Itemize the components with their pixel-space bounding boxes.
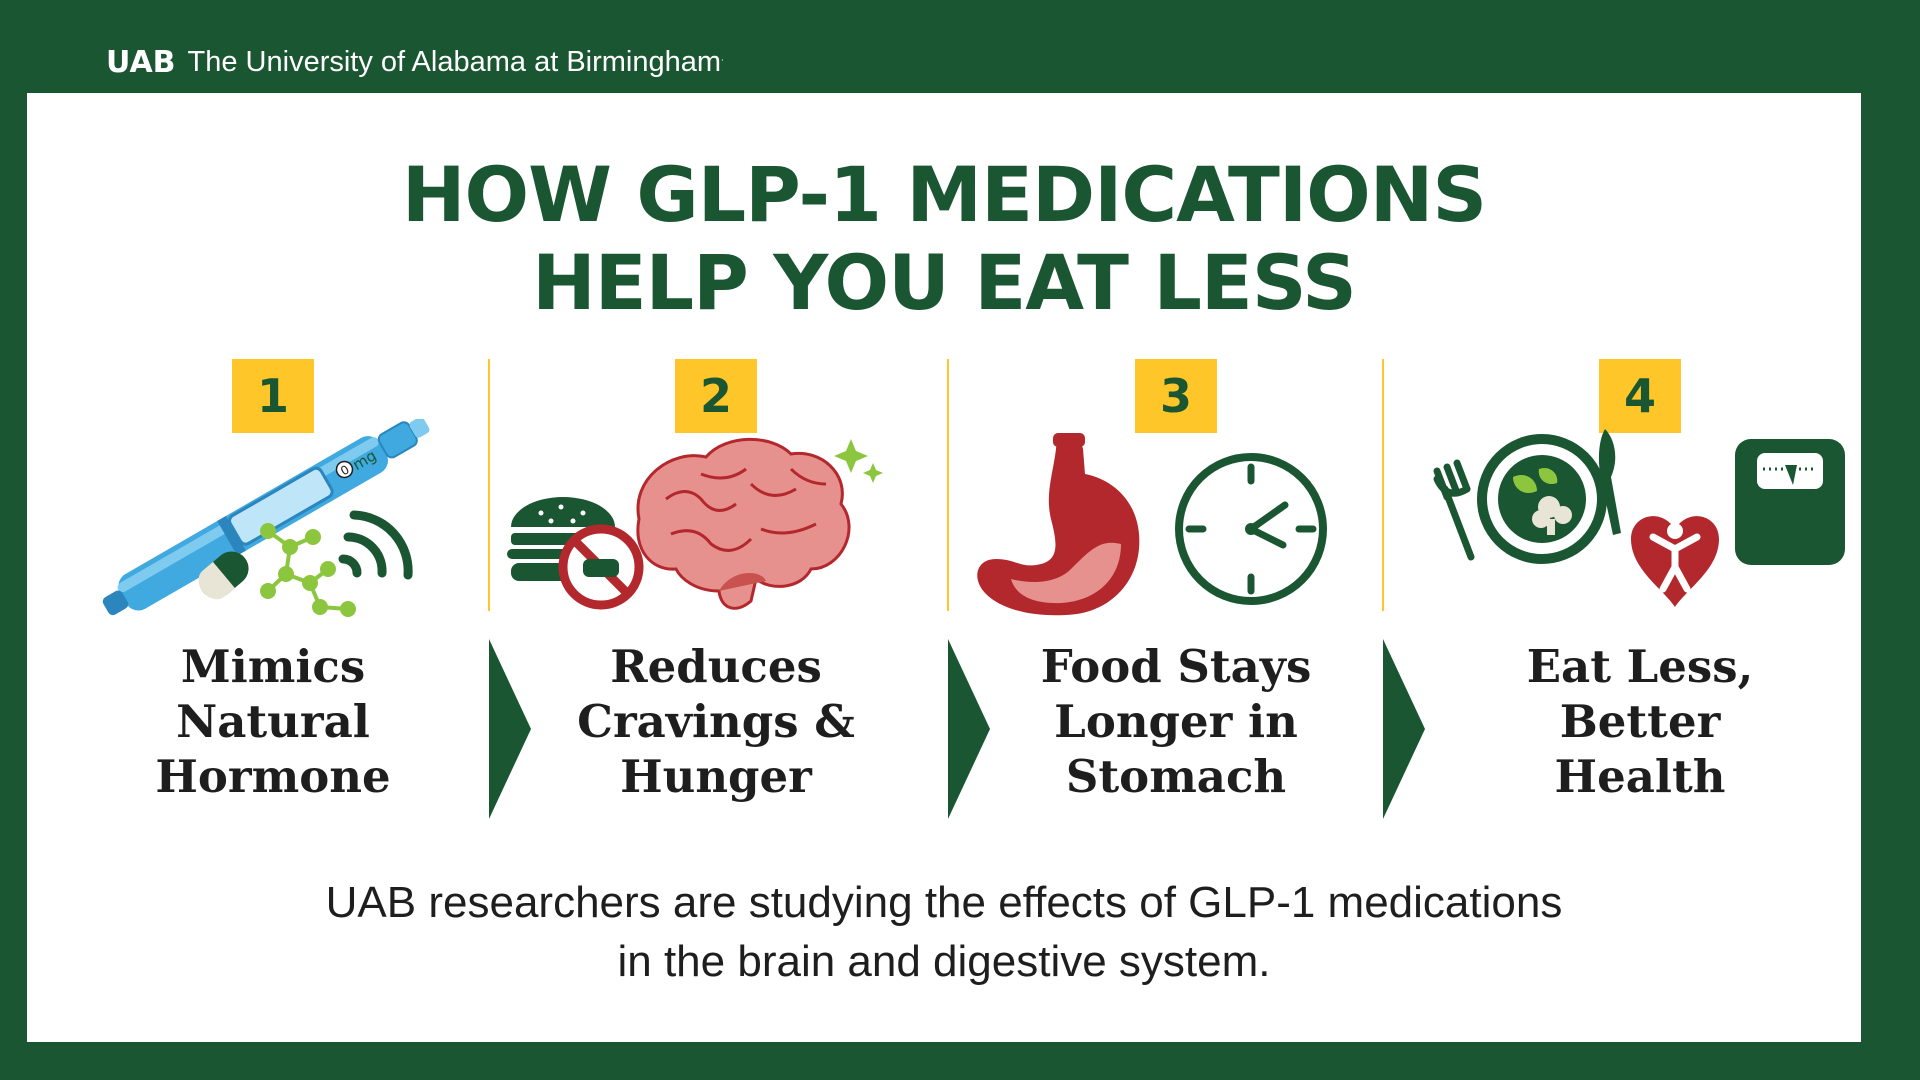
step-3: 3	[961, 359, 1391, 819]
header: UAB The University of Alabama at Birming…	[106, 42, 724, 82]
footer-line-2: in the brain and digestive system.	[617, 937, 1271, 986]
caption-line: Hormone	[155, 750, 391, 803]
injection-pen-icon: 0 mg	[102, 419, 430, 617]
caption-line: Stomach	[1065, 750, 1287, 803]
caption-line: Hunger	[620, 750, 812, 803]
footer-line-1: UAB researchers are studying the effects…	[325, 878, 1563, 927]
step-number-badge: 4	[1599, 359, 1681, 433]
step-caption: Eat Less, Better Health	[1425, 639, 1855, 804]
caption-line: Eat Less,	[1526, 640, 1754, 693]
step-4-illustration	[1425, 419, 1855, 619]
org-name: The University of Alabama at Birmingham.	[188, 46, 724, 79]
signal-waves-icon	[338, 510, 413, 580]
step-2-illustration	[501, 419, 931, 619]
trademark: .	[721, 51, 724, 63]
divider-3	[1382, 359, 1384, 611]
caption-line: Longer in	[1054, 695, 1298, 748]
step-number-badge: 1	[232, 359, 314, 433]
title-line-1: HOW GLP-1 MEDICATIONS	[401, 150, 1487, 239]
divider-1	[488, 359, 490, 611]
page-title: HOW GLP-1 MEDICATIONS HELP YOU EAT LESS	[27, 151, 1861, 327]
plate-icon	[1477, 434, 1607, 564]
fork-icon	[1433, 459, 1475, 561]
no-symbol-icon	[558, 524, 644, 610]
title-line-2: HELP YOU EAT LESS	[532, 238, 1357, 327]
chevron-arrow-icon	[948, 639, 990, 819]
footer-note: UAB researchers are studying the effects…	[27, 873, 1861, 991]
org-name-text: The University of Alabama at Birmingham	[187, 45, 722, 78]
divider-2	[947, 359, 949, 611]
step-2: 2	[501, 359, 931, 819]
caption-line: Better	[1559, 695, 1721, 748]
uab-logo: UAB	[106, 44, 176, 80]
brain-icon	[636, 437, 851, 610]
knife-icon	[1598, 429, 1621, 535]
step-number-badge: 2	[675, 359, 757, 433]
molecule-icon	[260, 523, 356, 617]
heart-person-icon	[1631, 516, 1719, 607]
step-caption: Reduces Cravings & Hunger	[501, 639, 931, 804]
content-panel: HOW GLP-1 MEDICATIONS HELP YOU EAT LESS …	[27, 93, 1861, 1042]
caption-line: Health	[1554, 750, 1726, 803]
step-number-badge: 3	[1135, 359, 1217, 433]
caption-line: Mimics	[180, 640, 366, 693]
caption-line: Cravings &	[577, 695, 855, 748]
chevron-arrow-icon	[1383, 639, 1425, 819]
caption-line: Reduces	[610, 640, 822, 693]
step-1-illustration: 0 mg	[58, 419, 488, 619]
chevron-arrow-icon	[489, 639, 531, 819]
step-caption: Mimics Natural Hormone	[58, 639, 488, 804]
stomach-icon	[977, 433, 1140, 616]
step-4: 4	[1425, 359, 1855, 819]
step-1: 1 0 mg	[58, 359, 488, 819]
sparkle-icon	[834, 439, 883, 483]
caption-line: Food Stays	[1040, 640, 1312, 693]
step-3-illustration	[961, 419, 1391, 619]
step-caption: Food Stays Longer in Stomach	[961, 639, 1391, 804]
caption-line: Natural	[176, 695, 370, 748]
capsule-icon	[198, 551, 249, 600]
scale-icon	[1735, 439, 1845, 565]
clock-icon	[1175, 453, 1327, 605]
